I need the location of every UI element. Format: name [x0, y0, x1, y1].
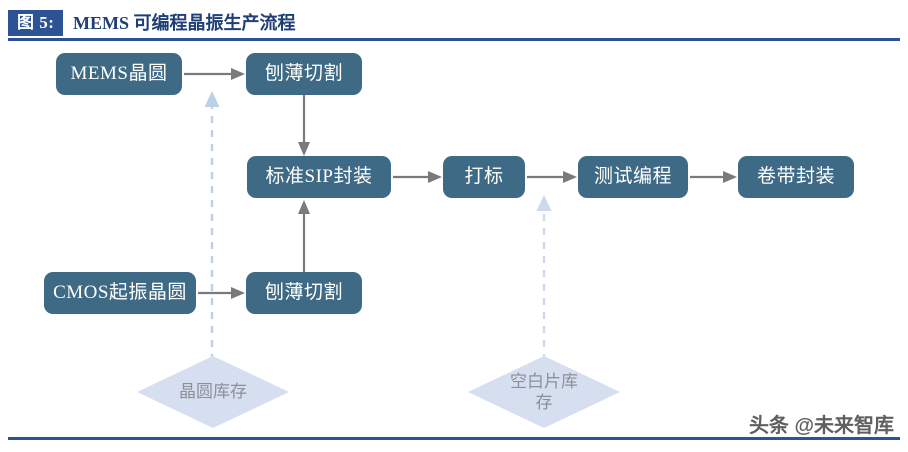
- edge-marking-to-test-program: [527, 169, 578, 185]
- blank-wafer-inventory-label: 空白片库存: [510, 371, 578, 412]
- node-blank-wafer-inventory[interactable]: 空白片库存: [468, 356, 620, 428]
- footer-divider: [8, 437, 900, 440]
- edge-standard-sip-to-marking: [393, 169, 443, 185]
- node-cmos-oscillator-wafer[interactable]: CMOS起振晶圆: [44, 272, 196, 314]
- node-thinning-dicing-2[interactable]: 刨薄切割: [246, 272, 362, 314]
- figure-number-badge: 图 5:: [8, 10, 64, 36]
- edge-thinning-2-to-standard-sip: [296, 199, 312, 273]
- edge-blank-inventory-to-marking: [532, 193, 556, 361]
- source-watermark: 头条 @未来智库: [748, 415, 894, 437]
- title-divider: [8, 38, 900, 41]
- edge-test-program-to-tape-reel: [690, 169, 738, 185]
- node-wafer-inventory[interactable]: 晶圆库存: [137, 356, 289, 428]
- wafer-inventory-label: 晶圆库存: [179, 382, 247, 402]
- flowchart-canvas: MEMS晶圆 刨薄切割 标准SIP封装 打标 测试编程 卷带封装 CMOS起振晶…: [0, 41, 908, 437]
- figure-header: 图 5: MEMS 可编程晶振生产流程: [0, 10, 908, 36]
- node-thinning-dicing-1[interactable]: 刨薄切割: [246, 53, 362, 95]
- node-test-programming[interactable]: 测试编程: [578, 156, 688, 198]
- node-standard-sip-package[interactable]: 标准SIP封装: [247, 156, 391, 198]
- edge-cmos-wafer-to-thinning-2: [198, 285, 246, 301]
- node-marking[interactable]: 打标: [443, 156, 525, 198]
- edge-thinning-1-to-standard-sip: [296, 95, 312, 157]
- node-mems-wafer[interactable]: MEMS晶圆: [56, 53, 182, 95]
- page-title: MEMS 可编程晶振生产流程: [73, 13, 296, 33]
- edge-wafer-inventory-to-mems-wafer: [200, 89, 224, 361]
- node-tape-reel-package[interactable]: 卷带封装: [738, 156, 854, 198]
- edge-mems-wafer-to-thinning-1: [184, 66, 246, 82]
